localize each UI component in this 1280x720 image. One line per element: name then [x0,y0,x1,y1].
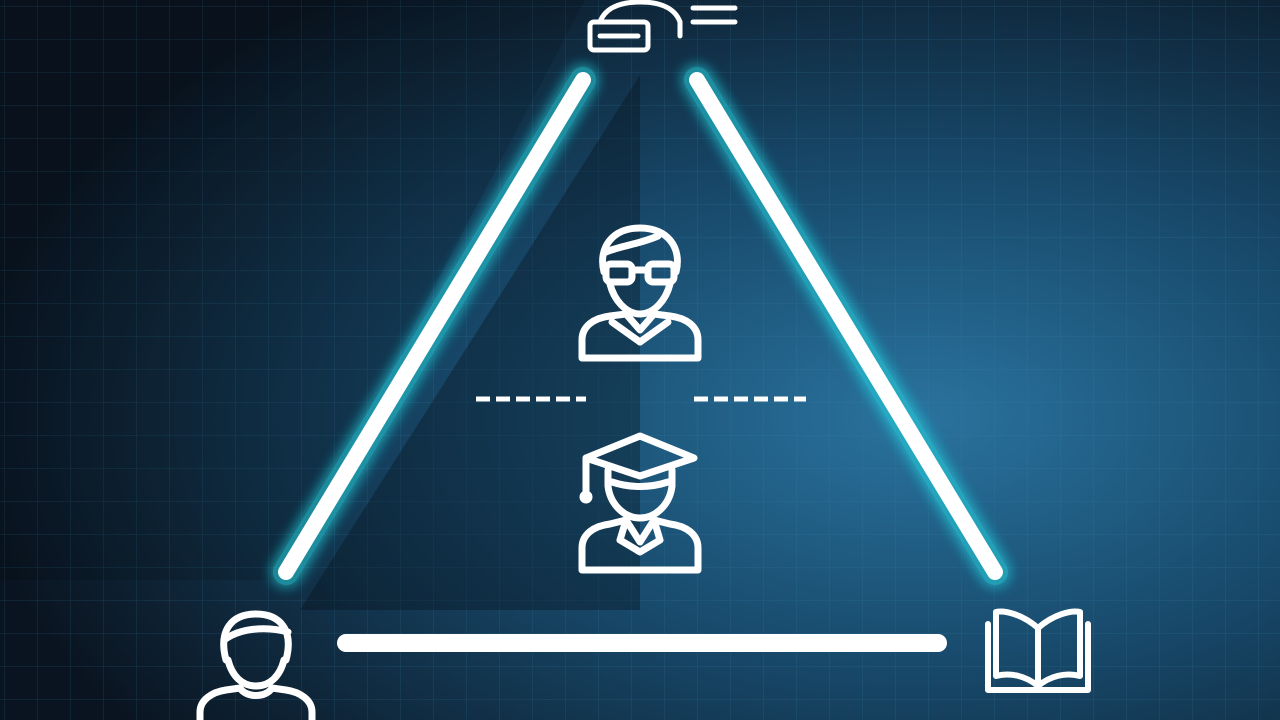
edge-teacher-to-learner [273,67,596,585]
open-book-icon [985,608,1091,693]
graduate-icon [578,432,702,574]
person-icon [196,610,316,720]
teacher-desk-icon [587,0,738,53]
edge-teacher-to-content [684,67,1008,585]
triangle-edges [273,67,1008,658]
person-with-glasses-icon [578,224,702,362]
triangle-shadow-left [0,0,585,580]
triangle-shadow [300,75,640,610]
